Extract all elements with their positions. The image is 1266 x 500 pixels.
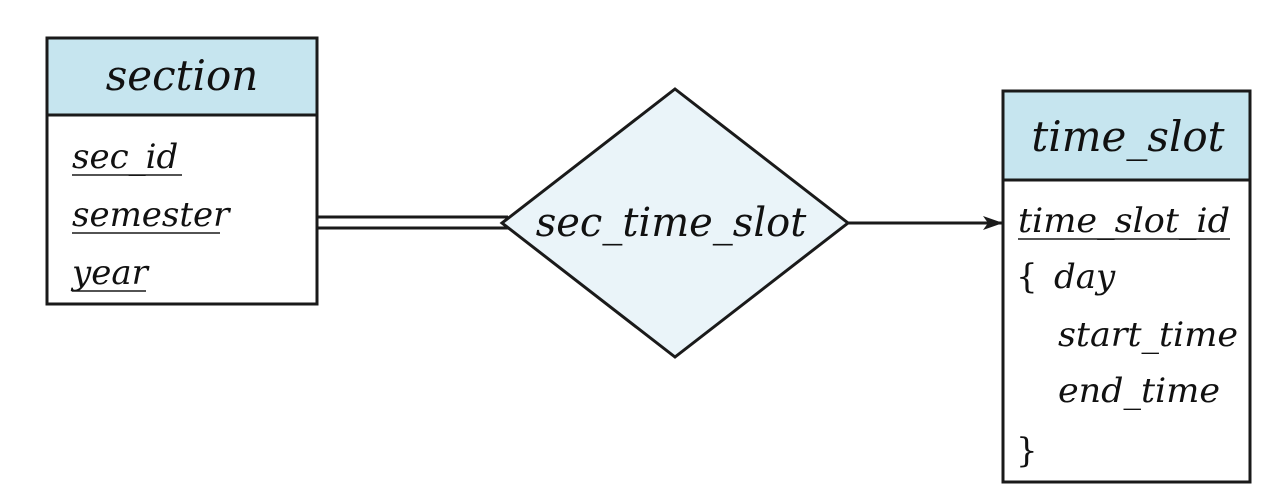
- section-attribute-sec-id: sec_id: [72, 137, 178, 177]
- section-entity-title: section: [106, 51, 259, 100]
- relationship-diamond: [499, 87, 851, 359]
- time-slot-attribute-end-time: end_time: [1058, 371, 1220, 411]
- time-slot-attribute-day: day: [1054, 257, 1116, 297]
- relationship-name: sec_time_slot: [536, 200, 807, 246]
- entity-time-slot: time_slot time_slot_id { day start_time …: [1001, 89, 1252, 484]
- total-participation-line: [318, 215, 508, 230]
- section-attribute-semester: semester: [72, 195, 231, 235]
- entity-section: section sec_id semester year: [45, 36, 319, 306]
- time-slot-primary-key: time_slot_id: [1018, 201, 1230, 241]
- relationship-sec-time-slot: sec_time_slot: [499, 87, 851, 359]
- section-entity-header: [45, 36, 319, 117]
- time-slot-entity-header: [1001, 89, 1252, 182]
- time-slot-entity-title: time_slot: [1031, 112, 1224, 161]
- section-attribute-year: year: [70, 253, 150, 293]
- time-slot-attribute-start-time: start_time: [1058, 315, 1238, 355]
- composite-brace-close: }: [1016, 431, 1038, 471]
- composite-brace-open: {: [1016, 257, 1038, 297]
